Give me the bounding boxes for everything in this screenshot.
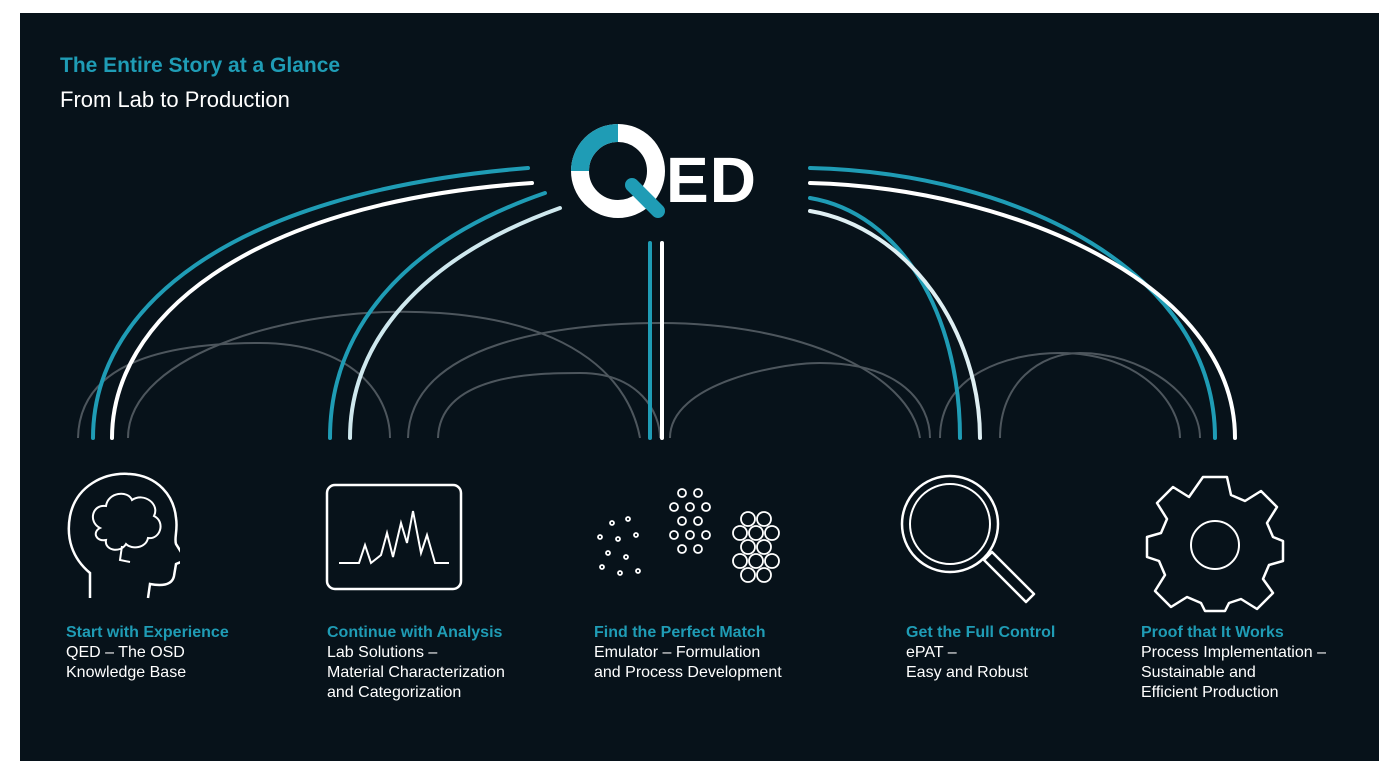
step-title: Start with Experience: [66, 624, 229, 641]
step-description-line: Efficient Production: [1141, 684, 1279, 701]
connection-arcs: [77, 166, 1237, 440]
step-description-line: and Process Development: [594, 664, 782, 681]
step-description-line: Process Implementation –: [1141, 644, 1326, 661]
infographic-panel: The Entire Story at a Glance From Lab to…: [20, 13, 1379, 761]
background-arcs: [77, 310, 1201, 439]
step-description-line: Lab Solutions –: [327, 644, 438, 661]
qed-logo: ED: [560, 113, 800, 233]
magnifier-icon: [900, 474, 1036, 604]
step-description-line: Easy and Robust: [906, 664, 1028, 681]
step-title: Continue with Analysis: [327, 624, 503, 641]
step-description-line: Knowledge Base: [66, 664, 187, 681]
step-proof: Proof that It Works Process Implementati…: [1141, 623, 1326, 703]
chart-monitor-icon: [325, 483, 463, 591]
head-brain-icon: [67, 472, 180, 599]
step-perfect-match: Find the Perfect Match Emulator – Formul…: [594, 623, 782, 683]
step-title: Proof that It Works: [1141, 624, 1284, 641]
page-title: The Entire Story at a Glance: [60, 54, 341, 77]
center-lines: [648, 241, 664, 440]
step-description-line: QED – The OSD: [66, 644, 185, 661]
step-description-line: and Categorization: [327, 684, 462, 701]
left-arcs: [91, 166, 562, 440]
page-subtitle: From Lab to Production: [60, 87, 290, 112]
step-description-line: Emulator – Formulation: [594, 644, 761, 661]
step-experience: Start with Experience QED – The OSD Know…: [66, 623, 229, 683]
q-ring-icon: [571, 124, 665, 218]
gear-icon: [1145, 475, 1285, 613]
step-description-line: Material Characterization: [327, 664, 505, 681]
particles-icon: [597, 488, 780, 583]
step-full-control: Get the Full Control ePAT – Easy and Rob…: [906, 623, 1055, 683]
step-analysis: Continue with Analysis Lab Solutions – M…: [327, 623, 505, 703]
logo-letters: ED: [666, 144, 757, 216]
step-description-line: Sustainable and: [1141, 664, 1256, 681]
step-title: Get the Full Control: [906, 624, 1056, 641]
right-arcs: [808, 166, 1237, 440]
step-description-line: ePAT –: [906, 644, 957, 661]
step-title: Find the Perfect Match: [594, 624, 766, 641]
